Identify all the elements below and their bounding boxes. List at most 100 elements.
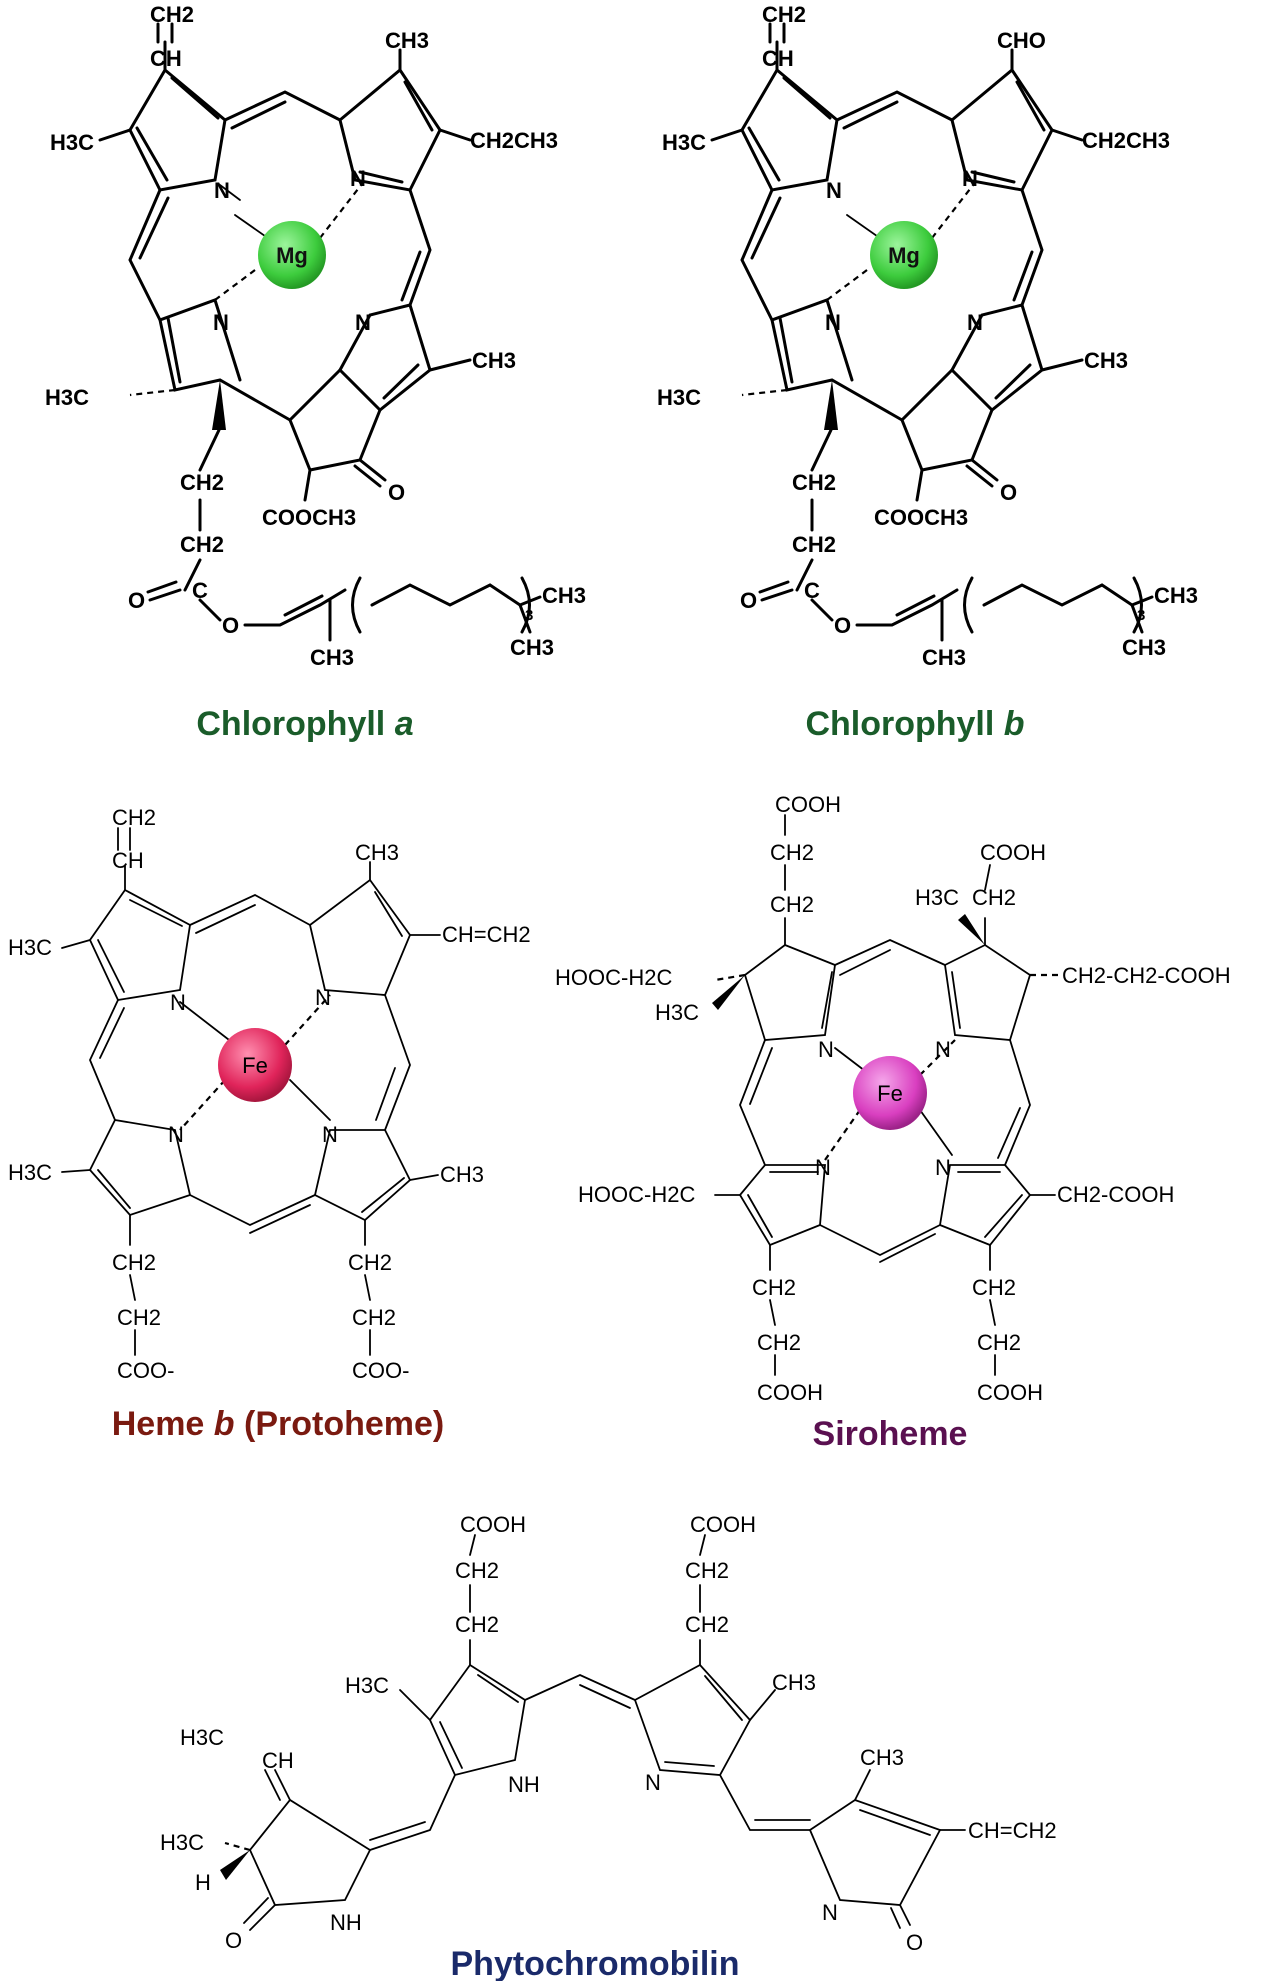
- siro-methyl-left: H3C: [655, 1000, 699, 1025]
- chl-a-n1: N: [214, 178, 230, 203]
- heme-vinyl-right: CH=CH2: [442, 922, 531, 947]
- chl-b-n3: N: [967, 310, 983, 335]
- chl-a-phytyl-end1: CH3: [542, 583, 586, 608]
- chl-a-phytyl-end2: CH3: [510, 635, 554, 660]
- phyto-ch2-right-2: CH2: [685, 1612, 729, 1637]
- chl-b-methyl-left-low: H3C: [657, 385, 701, 410]
- siro-right-low-chain: CH2-COOH: [1057, 1182, 1174, 1207]
- heme-carboxylate-right: COO-: [352, 1358, 409, 1383]
- phyto-cooh-right: COOH: [690, 1512, 756, 1537]
- chl-b-phytyl-methyl: CH3: [922, 645, 966, 670]
- siro-n2: N: [935, 1037, 951, 1062]
- chl-a-n3: N: [355, 310, 371, 335]
- chl-b-ch2-a: CH2: [792, 470, 836, 495]
- phyto-ch2-right-1: CH2: [685, 1558, 729, 1583]
- heme-methyl-left: H3C: [8, 935, 52, 960]
- phyto-vinyl-ring-d: CH=CH2: [968, 1818, 1057, 1843]
- siro-cooh-bottom-right: COOH: [977, 1380, 1043, 1405]
- chl-a-methyl-left: H3C: [50, 130, 94, 155]
- chl-b-vinyl-ch: CH: [762, 46, 794, 71]
- chlorophyll-b-caption: Chlorophyll b: [805, 705, 1024, 743]
- heme-n2: N: [315, 985, 331, 1010]
- siro-ch2-top-2: CH2: [770, 892, 814, 917]
- chl-b-ethyl: CH2CH3: [1082, 128, 1170, 153]
- chl-a-methyl-top: CH3: [385, 28, 429, 53]
- chl-a-vinyl-ch: CH: [150, 46, 182, 71]
- chl-a-methyl-right: CH3: [472, 348, 516, 373]
- siro-cooh-top-right: COOH: [980, 840, 1046, 865]
- heme-ch2-right-1: CH2: [348, 1250, 392, 1275]
- magnesium-atom-a: [258, 221, 326, 289]
- phyto-ch2-left-1: CH2: [455, 1558, 499, 1583]
- heme-n1: N: [170, 990, 186, 1015]
- magnesium-atom-b: [870, 221, 938, 289]
- chl-a-vinyl-ch2: CH2: [150, 2, 194, 27]
- phyto-methyl-left: H3C: [345, 1673, 389, 1698]
- iron-atom-heme: [218, 1028, 292, 1102]
- heme-ch2-right-2: CH2: [352, 1305, 396, 1330]
- chl-a-ketone-o: O: [388, 480, 405, 505]
- siro-right-chain: CH2-CH2-COOH: [1062, 963, 1231, 988]
- chl-b-ester: COOCH3: [874, 505, 968, 530]
- chl-b-vinyl-ch2: CH2: [762, 2, 806, 27]
- siro-left-low-chain: HOOC-H2C: [578, 1182, 695, 1207]
- siro-cooh-bottom-left: COOH: [757, 1380, 823, 1405]
- chl-a-n2: N: [350, 166, 366, 191]
- heme-methyl-left-low: H3C: [8, 1160, 52, 1185]
- siro-ch2-top-right: CH2: [972, 885, 1016, 910]
- chl-a-methyl-left-low: H3C: [45, 385, 89, 410]
- heme-n4: N: [168, 1122, 184, 1147]
- heme-ch2-left-1: CH2: [112, 1250, 156, 1275]
- siro-ch2-bottom-left-2: CH2: [757, 1330, 801, 1355]
- phytochromobilin-structure: COOH CH2 CH2 COOH CH2 CH2 H3C CH3 NH N H…: [160, 1512, 1057, 1955]
- chl-b-ketone-o: O: [1000, 480, 1017, 505]
- siroheme-caption: Siroheme: [813, 1415, 968, 1453]
- chl-b-methyl-right: CH3: [1084, 348, 1128, 373]
- chlorophyll-b-structure: Mg CH2 CH H3C CHO CH2CH3 N N N N CH3 H3C…: [657, 2, 1198, 670]
- heme-b-caption: Heme b (Protoheme): [112, 1405, 445, 1443]
- chl-b-methyl-left: H3C: [662, 130, 706, 155]
- chl-a-ch2-a: CH2: [180, 470, 224, 495]
- siro-ch2-bottom-left-1: CH2: [752, 1275, 796, 1300]
- heme-vinyl-ch2: CH2: [112, 805, 156, 830]
- siro-left-chain: HOOC-H2C: [555, 965, 672, 990]
- chl-b-n2: N: [962, 166, 978, 191]
- chl-a-ester-c: C: [192, 578, 208, 603]
- heme-n3: N: [322, 1122, 338, 1147]
- siro-methyl-top-right: H3C: [915, 885, 959, 910]
- siro-ch2-bottom-right-1: CH2: [972, 1275, 1016, 1300]
- heme-ch2-left-2: CH2: [117, 1305, 161, 1330]
- heme-b-structure: Fe CH2 CH CH3 CH=CH2 H3C H3C CH3 N N N N…: [8, 805, 531, 1383]
- chl-b-formyl: CHO: [997, 28, 1046, 53]
- chl-b-n4: N: [825, 310, 841, 335]
- phyto-nh-ring-b: NH: [508, 1772, 540, 1797]
- siroheme-structure: Fe COOH CH2 CH2 COOH H3C CH2 HOOC-H2C H3…: [555, 792, 1231, 1405]
- mg-label-a: Mg: [276, 243, 308, 268]
- fe-label-siroheme: Fe: [877, 1081, 903, 1106]
- chl-b-ch2-b: CH2: [792, 532, 836, 557]
- siro-cooh-top: COOH: [775, 792, 841, 817]
- heme-methyl-right-low: CH3: [440, 1162, 484, 1187]
- phyto-ethylidene-ch: CH: [262, 1748, 294, 1773]
- iron-atom-siroheme: [853, 1056, 927, 1130]
- chl-b-phytyl-end1: CH3: [1154, 583, 1198, 608]
- chlorophyll-a-structure: Mg CH2 CH H3C CH3 CH2CH3 N N N N CH3 H3C…: [45, 2, 586, 670]
- chl-b-ester-c: C: [804, 578, 820, 603]
- chl-a-repeat-count: 3: [525, 607, 533, 624]
- heme-methyl-top: CH3: [355, 840, 399, 865]
- chl-b-carbonyl-o: O: [740, 588, 757, 613]
- phyto-n-ring-c: N: [645, 1770, 661, 1795]
- heme-vinyl-ch: CH: [112, 848, 144, 873]
- phyto-nh-ring-a: NH: [330, 1910, 362, 1935]
- chl-a-ester: COOCH3: [262, 505, 356, 530]
- phyto-methyl-right: CH3: [772, 1670, 816, 1695]
- phytochromobilin-caption: Phytochromobilin: [451, 1945, 740, 1981]
- phyto-ethylidene-methyl: H3C: [180, 1725, 224, 1750]
- chl-b-repeat-count: 3: [1137, 607, 1145, 624]
- chl-a-ester-o: O: [222, 613, 239, 638]
- phyto-o-ring-a: O: [225, 1928, 242, 1953]
- mg-label-b: Mg: [888, 243, 920, 268]
- phyto-n-ring-d: N: [822, 1900, 838, 1925]
- siro-ch2-bottom-right-2: CH2: [977, 1330, 1021, 1355]
